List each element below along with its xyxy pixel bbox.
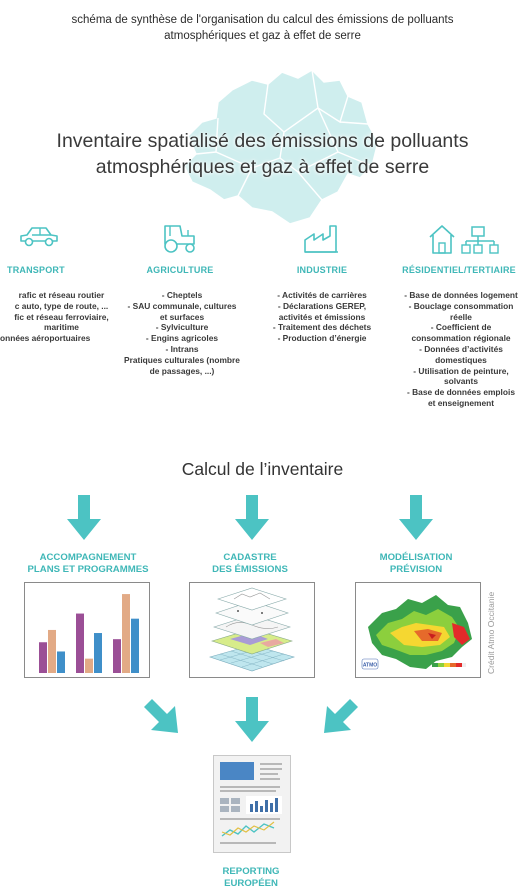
bar-chart-icon (39, 594, 139, 673)
output-title-cadastre: CADASTRE DES ÉMISSIONS (180, 552, 320, 575)
output-title-line-1: MODÉLISATION (379, 552, 453, 563)
output-title-line-1: CADASTRE (223, 552, 277, 563)
list-item: et enseignement (427, 397, 495, 408)
list-item: - Base de données logement (404, 290, 518, 300)
tractor-icon (160, 222, 200, 254)
chart-bar (85, 658, 93, 673)
list-item: - Utilisation de peinture, (413, 365, 509, 376)
list-item: domestiques (435, 354, 487, 365)
list-item: activités et émissions (278, 311, 366, 322)
list-item: maritime (44, 322, 79, 333)
occitanie-map (172, 62, 382, 232)
list-item: et surfaces (159, 311, 205, 322)
category-title-agriculture: AGRICULTURE (146, 265, 214, 275)
list-item: - Bouclage consommation (408, 300, 514, 311)
chart-bar (39, 642, 47, 673)
chart-bar (122, 594, 130, 673)
list-item: - Sylviculture (155, 322, 209, 333)
heatmap-map-icon: ATMO (361, 595, 472, 670)
car-icon (18, 225, 60, 249)
diagonal-arrow-icon (320, 697, 360, 737)
output-title-accompagnement: ACCOMPAGNEMENT PLANS ET PROGRAMMES (14, 552, 162, 575)
list-item: c auto, type de route, ... (14, 300, 109, 311)
list-item: consommation régionale (411, 333, 511, 344)
reporting-document-icon (213, 755, 291, 853)
list-item: - Activités de carrières (277, 290, 367, 300)
output-title-line-2: PRÉVISION (389, 563, 443, 575)
reporting-title-line-2: EUROPÉEN (224, 877, 278, 889)
output-title-line-2: PLANS ET PROGRAMMES (27, 563, 149, 575)
list-item: de passages, ...) (149, 365, 215, 376)
category-title-industrie: INDUSTRIE (296, 265, 348, 275)
chart-bar (76, 613, 84, 673)
output-title-modelisation: MODÉLISATION PRÉVISION (352, 552, 480, 575)
list-item: - Cheptels (161, 290, 203, 300)
house-office-icon (428, 223, 500, 255)
chart-bar (57, 651, 65, 673)
atmo-logo: ATMO (363, 663, 377, 669)
chart-bar (131, 618, 139, 673)
down-arrow-icon (234, 495, 270, 541)
chart-bar (48, 629, 56, 673)
calc-title: Calcul de l’inventaire (181, 459, 344, 479)
reporting-title-line-1: REPORTING (222, 866, 280, 877)
category-body-residentiel: - Base de données logement - Bouclage co… (397, 290, 525, 409)
caption-line-2: atmosphériques et gaz à effet de serre (164, 30, 361, 42)
panel-modelisation: ATMO (355, 582, 481, 678)
inventory-title-line-2: atmosphériques et gaz à effet de serre (95, 156, 430, 178)
list-item: - Production d’énergie (277, 333, 367, 344)
list-item: Pratiques culturales (nombre (124, 354, 240, 365)
down-arrow-icon (66, 495, 102, 541)
panel-accompagnement (24, 582, 150, 678)
category-title-transport: TRANSPORT (7, 265, 65, 275)
layers-icon (208, 587, 296, 672)
output-title-line-1: ACCOMPAGNEMENT (39, 552, 137, 563)
down-arrow-icon (398, 495, 434, 541)
list-item: - Intrans (165, 343, 199, 354)
list-item: - Traitement des déchets (272, 322, 372, 333)
credit-label: Crédit Atmo Occitanie (486, 591, 496, 674)
list-item: - Coefficient de (430, 322, 492, 333)
list-item: solvants (444, 376, 478, 387)
output-title-line-2: DES ÉMISSIONS (212, 563, 288, 575)
list-item: rafic et réseau routier (18, 290, 105, 300)
list-item: - Engins agricoles (145, 333, 219, 344)
category-title-residentiel: RÉSIDENTIEL/TERTIAIRE (402, 265, 516, 275)
list-item: - Base de données emplois (407, 387, 515, 398)
category-body-transport: rafic et réseau routier c auto, type de … (0, 290, 129, 344)
diagonal-arrow-icon (142, 697, 182, 737)
list-item: onnées aéroportuaires (0, 333, 91, 344)
down-arrow-icon (234, 697, 270, 743)
list-item: - Déclarations GEREP, (277, 300, 367, 311)
factory-icon (302, 224, 342, 254)
inventory-title: Inventaire spatialisé des émissions de p… (0, 128, 525, 180)
list-item: - SAU communale, cultures (127, 300, 237, 311)
reporting-title: REPORTING EUROPÉEN (186, 866, 316, 889)
list-item: - Données d’activités (419, 343, 503, 354)
chart-bar (113, 639, 121, 673)
figure-caption: schéma de synthèse de l'organisation du … (0, 12, 525, 44)
caption-line-1: schéma de synthèse de l'organisation du … (71, 14, 454, 26)
inventory-title-line-1: Inventaire spatialisé des émissions de p… (56, 130, 469, 152)
category-body-industrie: - Activités de carrières - Déclarations … (258, 290, 386, 344)
list-item: fic et réseau ferroviaire, (14, 311, 109, 322)
list-item: réelle (450, 311, 472, 322)
chart-bar (94, 633, 102, 673)
category-body-agriculture: - Cheptels - SAU communale, cultures et … (118, 290, 246, 376)
panel-cadastre (189, 582, 315, 678)
